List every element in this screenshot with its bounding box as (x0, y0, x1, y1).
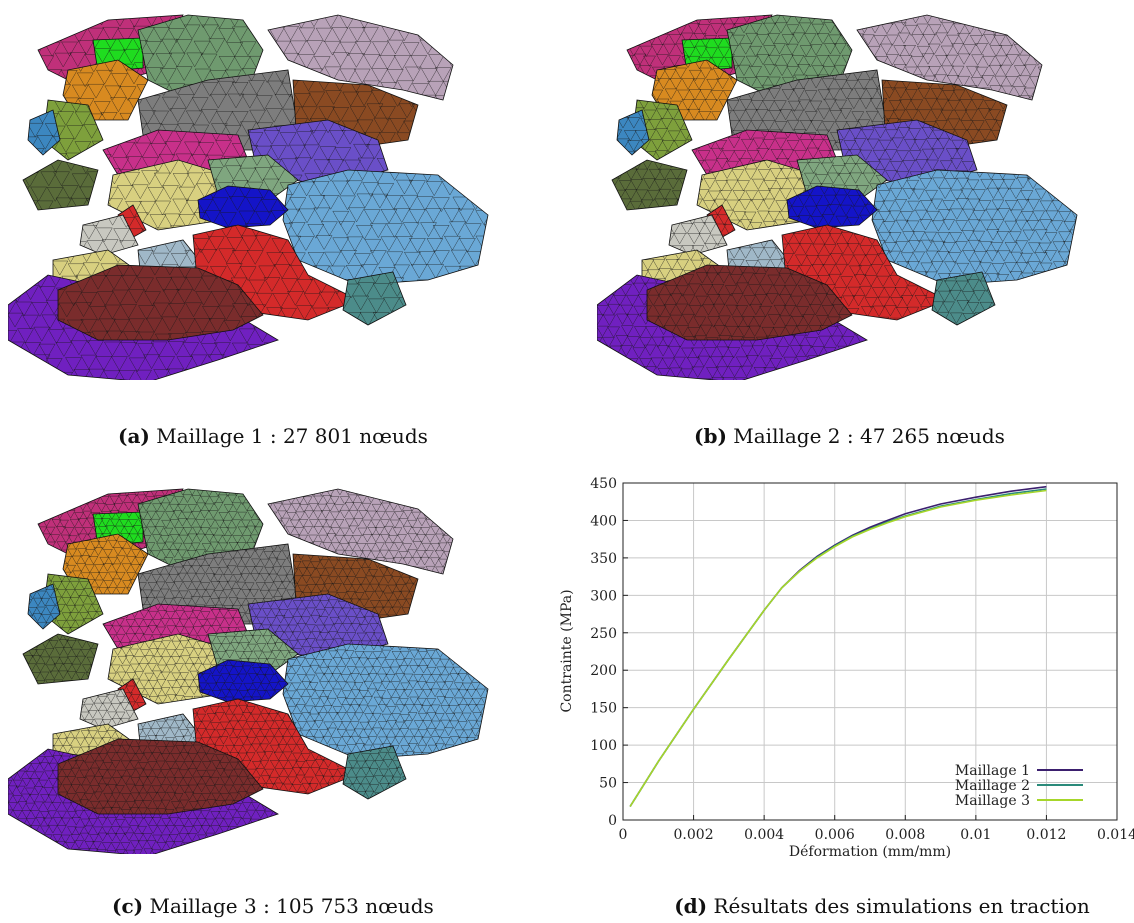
y-tick-label: 450 (590, 476, 617, 492)
x-tick-label: 0.01 (960, 827, 991, 843)
mesh-render-1 (8, 14, 489, 380)
caption-b-tag: (b) (694, 424, 727, 448)
y-tick-label: 100 (590, 738, 617, 754)
mesh-wireframe (23, 160, 98, 210)
x-tick-label: 0.004 (744, 827, 784, 843)
y-tick-label: 300 (590, 588, 617, 604)
caption-c: (c) Maillage 3 : 105 753 nœuds (112, 894, 434, 918)
caption-c-text: Maillage 3 : 105 753 nœuds (149, 894, 434, 918)
caption-a-tag: (a) (118, 424, 150, 448)
grain-mauve-1 (856, 14, 1043, 101)
mesh-wireframe (28, 110, 60, 155)
caption-d: (d) Résultats des simulations en tractio… (672, 894, 1092, 918)
mesh-wireframe (198, 660, 288, 702)
panel-b-mesh (597, 10, 1087, 380)
series-line-3 (629, 489, 1047, 807)
caption-c-tag: (c) (112, 894, 144, 918)
grain-skyblue-14 (282, 169, 489, 286)
legend-label-2: Maillage 2 (955, 778, 1030, 794)
caption-a-text: Maillage 1 : 27 801 nœuds (156, 424, 428, 448)
panel-d-chart: 0 0.002 0.004 0.006 0.008 0.01 0.012 0.014 0 50 10… (545, 470, 1134, 860)
y-tick-label: 250 (590, 626, 617, 642)
x-tick-label: 0.012 (1026, 827, 1066, 843)
y-tick-label: 150 (590, 701, 617, 717)
mesh-wireframe (707, 205, 735, 240)
grain-steelblue-6 (27, 583, 61, 630)
y-tick-label: 400 (590, 513, 617, 529)
grain-skyblue-14 (282, 643, 489, 760)
x-tick-label: 0.002 (674, 827, 714, 843)
grain-maroon-23 (57, 738, 264, 815)
mesh-wireframe (787, 186, 877, 228)
legend-label-3: Maillage 3 (955, 793, 1030, 809)
panel-c-mesh (8, 484, 498, 854)
mesh-render-2 (597, 14, 1078, 380)
ticks: 0 0.002 0.004 0.006 0.008 0.01 0.012 0.014 0 50 10… (590, 476, 1134, 843)
grain-darkolive-11 (22, 159, 99, 211)
grain-steelblue-6 (616, 109, 650, 156)
mesh-wireframe (882, 80, 1007, 150)
grain-teal-21 (342, 745, 407, 800)
mesh-wireframe (612, 160, 687, 210)
x-axis-label: Déformation (mm/mm) (789, 844, 951, 860)
mesh-wireframe (43, 574, 103, 634)
grain-teal-21 (931, 271, 996, 326)
mesh-wireframe (198, 186, 288, 228)
caption-b-text: Maillage 2 : 47 265 nœuds (733, 424, 1005, 448)
y-axis-label: Contrainte (MPa) (559, 589, 575, 712)
x-tick-label: 0.006 (815, 827, 855, 843)
y-tick-label: 0 (608, 813, 617, 829)
y-tick-label: 50 (599, 776, 617, 792)
grid (623, 483, 1117, 820)
caption-b: (b) Maillage 2 : 47 265 nœuds (694, 424, 1005, 448)
series-line-1 (629, 485, 1047, 807)
grain-blue-15 (197, 185, 289, 229)
y-tick-label: 350 (590, 551, 617, 567)
grain-teal-21 (342, 271, 407, 326)
mesh-wireframe (80, 689, 138, 729)
plot-frame (622, 482, 1118, 821)
x-tick-label: 0.014 (1097, 827, 1134, 843)
grain-maroon-23 (57, 264, 264, 341)
series-line-2 (629, 488, 1047, 807)
series-lines (629, 485, 1047, 807)
mesh-wireframe (669, 215, 727, 255)
x-tick-label: 0.008 (885, 827, 925, 843)
legend-label-1: Maillage 1 (955, 763, 1030, 779)
x-tick-label: 0 (619, 827, 628, 843)
mesh-wireframe (63, 60, 148, 120)
caption-d-text: Résultats des simulations en traction (713, 894, 1090, 918)
mesh-wireframe (93, 38, 143, 72)
mesh-render-3 (8, 488, 489, 854)
caption-d-tag: (d) (674, 894, 708, 918)
y-tick-label: 200 (590, 663, 617, 679)
stress-strain-chart: 0 0.002 0.004 0.006 0.008 0.01 0.012 0.014 0 50 10… (559, 476, 1134, 860)
caption-a: (a) Maillage 1 : 27 801 nœuds (118, 424, 428, 448)
mesh-wireframe (642, 250, 732, 310)
panel-a-mesh (8, 10, 498, 380)
